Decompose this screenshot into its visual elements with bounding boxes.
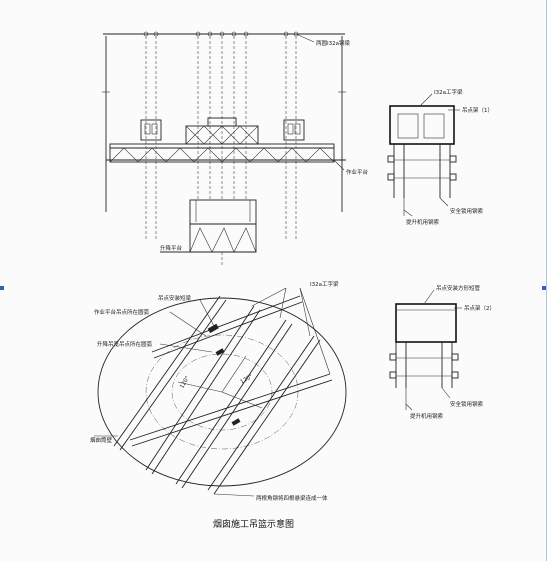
plan-view: 120° 120° 吊点安装短梁 作业平台吊点所在圆弧 升降吊笼吊点所在圆弧 烟… (90, 280, 347, 502)
lift-cage-arc (171, 353, 273, 431)
label-safety-rope-1: 安全锁用钢索 (450, 207, 484, 215)
lift-platform-cage (160, 199, 257, 266)
label-chimney-wall: 烟囱筒壁 (90, 436, 113, 444)
label-angle-left: 120° (179, 375, 191, 390)
work-platform-arc (145, 334, 299, 450)
label-lift-frame-2: 吊点架（2） (464, 305, 495, 312)
label-cage-lift-circle: 升降吊笼吊点所在圆弧 (97, 340, 153, 348)
label-i32a-beam-top: I32a工字梁 (434, 88, 463, 96)
drawing-caption: 烟囱施工吊篮示意图 (213, 518, 294, 530)
scan-edge-mark-right (542, 286, 546, 290)
upper-truss (185, 117, 259, 145)
label-elev-beam: 两圆I32a钢梁 (316, 39, 350, 47)
label-beam-note: 两根角钢将四根悬梁连成一体 (256, 494, 328, 502)
elevation-ropes (145, 36, 297, 240)
label-lift-plate-pipe: 吊点安装方形短管 (436, 284, 481, 292)
scan-edge-mark-left (0, 286, 4, 290)
hoist-boxes (140, 119, 305, 141)
label-work-platform: 作业平台 (346, 168, 369, 176)
chimney-wall-outer (97, 297, 347, 487)
lift-frame-2-detail: 吊点安装方形短管 吊点架（2） 安全锁用钢索 提升机用钢索 (389, 284, 495, 420)
i32a-beams-plan (113, 295, 321, 495)
label-hoist-rope-1: 提升机用钢索 (406, 218, 440, 226)
label-angle-right: 120° (240, 374, 255, 386)
label-lift-frame-1: 吊点架（1） (462, 107, 493, 114)
elevation-view: 两圆I32a钢梁 作业平台 升降平台 (102, 31, 369, 266)
label-hoist-rope-2: 提升机用钢索 (410, 412, 444, 420)
label-lift-platform: 升降平台 (160, 244, 183, 252)
work-platform-truss (106, 143, 346, 163)
label-i32a-beam-plan: I32a工字梁 (310, 280, 339, 288)
angle-ties (129, 295, 333, 447)
label-safety-rope-2: 安全锁用钢索 (450, 400, 484, 408)
leader-elev-beam (295, 33, 315, 43)
lift-frame-1-detail: I32a工字梁 吊点架（1） 安全锁用钢索 提升机用钢索 (387, 88, 493, 226)
leader-work-platform (333, 159, 345, 171)
label-work-lift-circle: 作业平台吊点所在圆弧 (94, 308, 150, 316)
label-lift-short-beam: 吊点安装短梁 (158, 294, 192, 302)
